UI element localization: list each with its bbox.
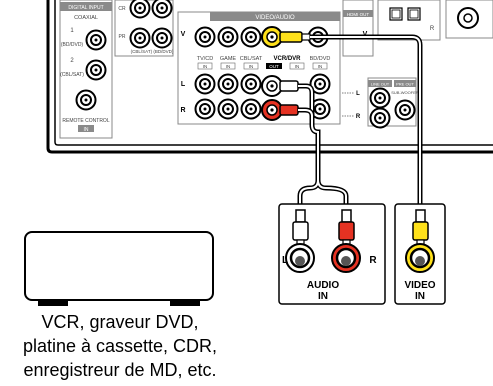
audio-row-label-l: L: [181, 81, 186, 88]
device-caption-line1: VCR, graveur DVD,: [41, 312, 199, 332]
in-badge-text: IN: [249, 64, 254, 69]
audio-r-plug: [341, 209, 352, 223]
component-jack: [129, 0, 151, 19]
subwoofer-label: SUB-WOOFER: [391, 90, 419, 95]
audio-in-label-line1: AUDIO: [307, 280, 339, 291]
audio-row-label-r: R: [180, 107, 185, 114]
hdmi-out-header-text: HDMI OUT: [347, 12, 369, 17]
audio-in-l-label: L: [282, 255, 288, 266]
in-badge: [289, 62, 305, 70]
audio-in-r-label: R: [369, 255, 377, 266]
in-badge-text: IN: [318, 64, 323, 69]
digital-input-header: [60, 2, 112, 11]
coaxial-jack-1: [85, 29, 107, 51]
audio-jack: [240, 73, 262, 95]
device-caption-line3: enregistreur de MD, etc.: [23, 360, 217, 380]
component-sub-label: (CBL/SAT) (BD/DVD): [131, 49, 174, 54]
source-label-cbl-sat: CBL/SAT: [240, 56, 263, 62]
remote-control-label: REMOTE CONTROL: [62, 118, 109, 124]
audio-jack: [240, 98, 262, 120]
out-badge: [266, 63, 282, 69]
remote-in-badge: [78, 125, 94, 132]
in-badge: [220, 62, 236, 70]
digital-input-header-text: DIGITAL INPUT: [68, 5, 103, 11]
out-badge-text: OUT: [269, 64, 279, 69]
speaker-terminal: [409, 9, 419, 19]
cables: [279, 31, 423, 212]
receiver-rear-panel: DIGITAL INPUT COAXIAL 1 (BD/DVD) 2 (CBL/…: [46, 0, 493, 154]
pre-out-header: [394, 80, 416, 87]
coaxial-label: COAXIAL: [74, 15, 98, 21]
receiver-chassis: [46, 0, 493, 154]
pr-label: PR: [119, 34, 126, 40]
device-audio-in-panel: L R AUDIO IN: [278, 203, 386, 305]
remote-in-label: IN: [84, 127, 89, 133]
in-badge: [312, 62, 328, 70]
vcr-dvr-out-jacks: [261, 26, 283, 121]
audio-l-plug-at-receiver: [279, 80, 299, 92]
audio-jack: [217, 73, 239, 95]
source-label-bd-dvd: BD/DVD: [310, 56, 331, 62]
subwoofer-jack: [394, 99, 416, 121]
video-jack: [194, 26, 216, 48]
audio-r-plug-at-receiver: [279, 104, 299, 116]
hdmi-out-block: [342, 0, 374, 57]
device-foot-left: [38, 300, 68, 306]
video-in-label-line2: IN: [415, 291, 425, 302]
device-caption-line2: platine à cassette, CDR,: [22, 336, 218, 356]
video-plug-at-receiver: [279, 31, 303, 43]
component-jack: [151, 27, 173, 49]
line-out-l-label: L: [356, 91, 360, 97]
device-foot-right: [170, 300, 200, 306]
source-label-game: GAME: [220, 56, 237, 62]
speaker-r-label: R: [430, 26, 435, 32]
pre-out-header-text: PRE OUT: [396, 82, 414, 87]
source-label-vcr-dvr: VCR/DVR: [273, 56, 301, 62]
in-badge-text: IN: [226, 64, 231, 69]
speaker-terminal: [407, 7, 421, 21]
video-audio-header: [210, 12, 340, 21]
audio-jack: [194, 98, 216, 120]
line-out-r-label: R: [356, 114, 361, 120]
zone2-jack: [369, 87, 391, 109]
component-jack: [129, 27, 151, 49]
coaxial-jack-2: [85, 59, 107, 81]
cr-label: CR: [118, 6, 126, 12]
audio-in-label-line2: IN: [318, 291, 328, 302]
device-video-in-panel: VIDEO IN: [394, 203, 446, 305]
video-jack: [217, 26, 239, 48]
component-jack: [151, 0, 173, 19]
in-badge: [243, 62, 259, 70]
remote-control-jack: [75, 89, 97, 111]
video-jack: [240, 26, 262, 48]
zone2-jack: [369, 107, 391, 129]
in-badge-text: IN: [203, 64, 208, 69]
speaker-terminal: [391, 9, 401, 19]
antenna-jack-icon: [463, 13, 473, 23]
line-out-header: [368, 80, 392, 87]
video-in-label-line1: VIDEO: [404, 280, 435, 291]
jack-2-sub-label: (CBL/SAT): [60, 72, 84, 78]
audio-jack: [217, 98, 239, 120]
receiver-inner-frame: [54, 0, 493, 146]
video-audio-header-text: VIDEO/AUDIO: [255, 15, 295, 21]
video-plug: [415, 209, 426, 223]
audio-jack: [194, 73, 216, 95]
source-label-tv-cd: TV/CD: [197, 56, 214, 62]
hdmi-out-header: [343, 10, 373, 17]
jack-1-label: 1: [70, 28, 74, 34]
jack-2-label: 2: [70, 58, 74, 64]
recording-device: [24, 231, 214, 306]
jack-1-sub-label: (BD/DVD): [61, 42, 84, 48]
line-out-header-text: LINE OUT: [371, 82, 390, 87]
video-row-label: V: [181, 31, 186, 38]
audio-l-plug: [295, 209, 306, 223]
speaker-terminal: [389, 7, 403, 21]
in-badge-text: IN: [295, 64, 300, 69]
device-body: [24, 231, 214, 301]
in-badge: [197, 62, 213, 70]
